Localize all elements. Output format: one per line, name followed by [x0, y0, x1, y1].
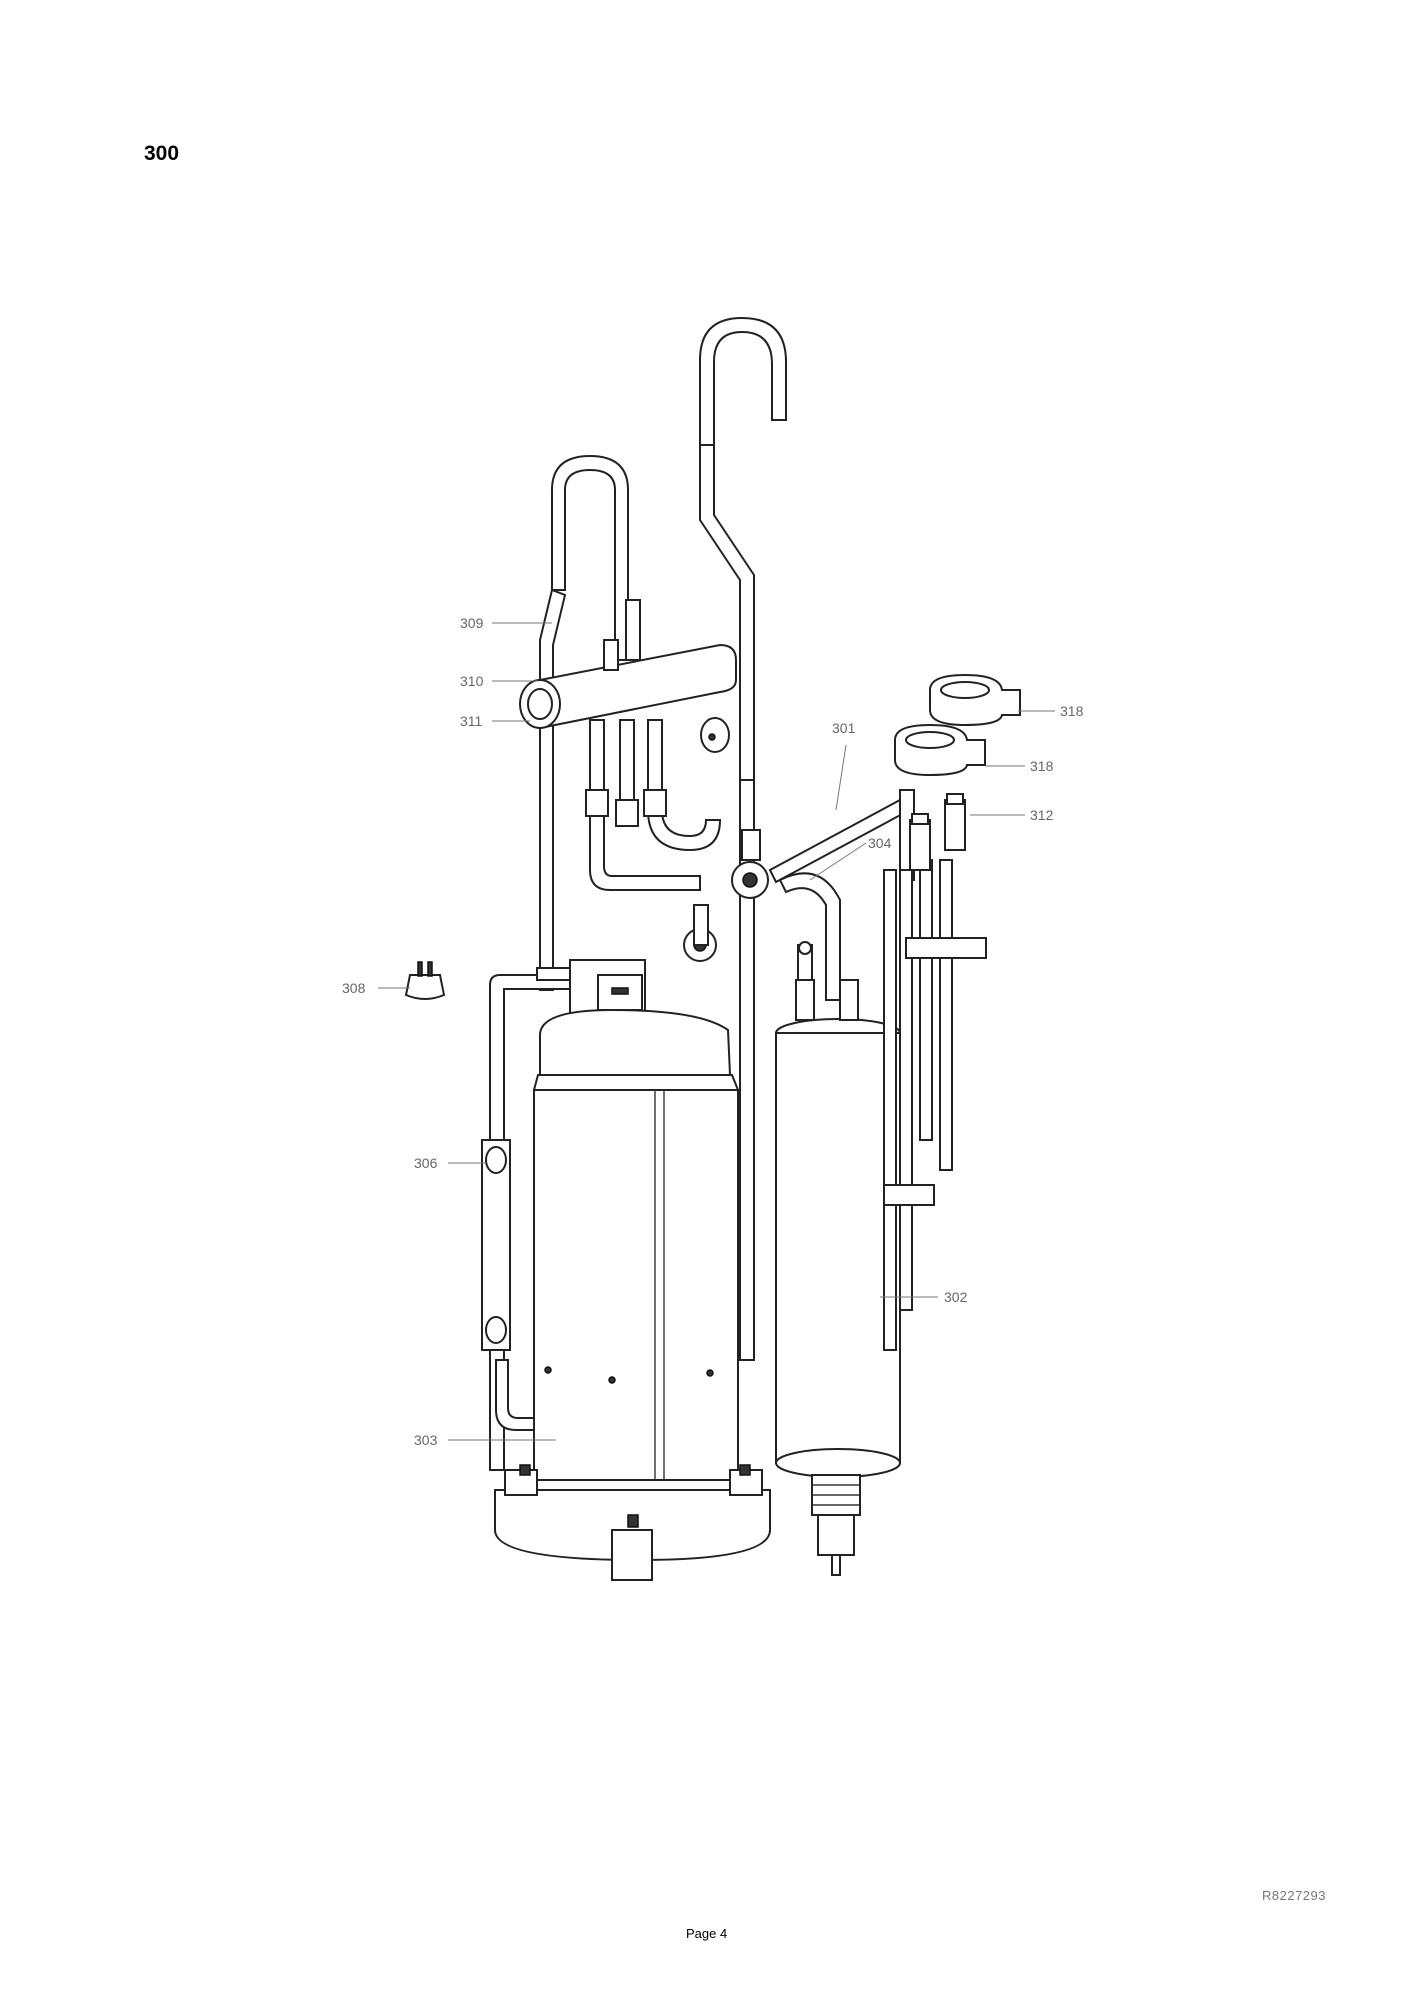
callout-311: 311 [460, 713, 483, 729]
callout-306: 306 [414, 1155, 438, 1171]
small-valve [700, 717, 730, 753]
callout-301: 301 [832, 720, 856, 736]
callout-labels: 309 310 311 301 318 318 312 304 308 306 … [342, 615, 1084, 1448]
coil-clip-318-lower [894, 723, 986, 777]
j-pipe [699, 316, 787, 1361]
terminal-308 [404, 961, 446, 1000]
section-number: 300 [144, 142, 180, 165]
connecting-pipes [585, 719, 722, 891]
callout-304: 304 [868, 835, 892, 851]
callout-310: 310 [460, 673, 484, 689]
callout-309: 309 [460, 615, 484, 631]
callout-318-upper: 318 [1060, 703, 1084, 719]
page-number: Page 4 [686, 1926, 728, 1941]
header-manifold [519, 599, 737, 730]
callout-308: 308 [342, 980, 366, 996]
capillary-pipework [883, 793, 987, 1351]
document-reference: R8227293 [1262, 1888, 1326, 1903]
compressor-303 [494, 959, 771, 1581]
callout-302: 302 [944, 1289, 968, 1305]
accumulator-302 [775, 979, 901, 1576]
callout-312: 312 [1030, 807, 1054, 823]
coil-clip-318-upper [929, 673, 1021, 727]
callout-303: 303 [414, 1432, 438, 1448]
callout-318-lower: 318 [1030, 758, 1054, 774]
muffler-306 [481, 1139, 535, 1431]
leader-lines [378, 622, 1055, 1441]
